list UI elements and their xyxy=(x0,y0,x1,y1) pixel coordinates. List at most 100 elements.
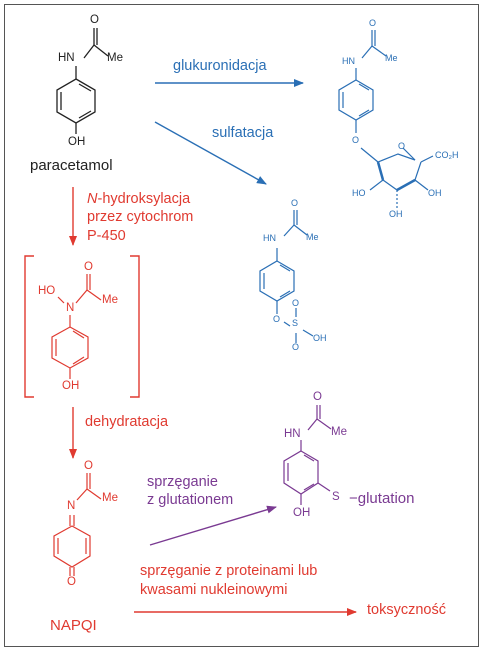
toxicity-label: toksyczność xyxy=(367,602,446,618)
n-hydroxy-double-bond xyxy=(72,330,85,339)
glutathione-name: −glutation xyxy=(349,490,415,507)
glutathione-c-me-bond xyxy=(316,418,332,430)
paracetamol-n-c-bond xyxy=(83,44,95,59)
glucuronide-o-label: O xyxy=(369,18,377,28)
glucuronide-ring-o-bond xyxy=(402,147,416,161)
glutathione-o-label: O xyxy=(313,391,322,403)
glutathione-n-c-bond xyxy=(307,418,318,431)
n-hydroxy-oh-label: OH xyxy=(62,380,80,392)
sulfate-s-oh-bond xyxy=(302,329,314,337)
napqi-c-me-bond xyxy=(86,488,102,500)
n-hydroxylation-label-line3: P-450 xyxy=(87,228,126,244)
glutathione-conjugation-arrow xyxy=(149,505,277,546)
glucuronide-wedge-bond xyxy=(376,161,385,181)
sulfate-ring xyxy=(259,260,295,302)
paracetamol-double-bond xyxy=(78,110,92,119)
glucuronide-structure xyxy=(338,30,434,208)
n-hydroxylation-rest: -hydroksylacja xyxy=(97,191,191,207)
sulfate-o-bottom-label: O xyxy=(292,342,300,352)
glucuronide-oh-right-label: OH xyxy=(428,188,442,198)
right-bracket xyxy=(130,255,140,398)
dehydration-label: dehydratacja xyxy=(85,414,169,430)
glutathione-ring-s-bond xyxy=(317,482,331,492)
glucuronide-ho-label: HO xyxy=(352,188,366,198)
glucuronide-sugar-ring xyxy=(377,161,422,191)
glutathione-conjugate-structure xyxy=(283,405,332,505)
sulfation-label: sulfatacja xyxy=(212,125,274,141)
napqi-structure xyxy=(53,473,102,576)
n-hydroxy-structure xyxy=(51,274,102,379)
glutathione-ring xyxy=(283,450,319,495)
n-hydroxy-n-c-bond xyxy=(75,289,88,304)
n-hydroxy-ring xyxy=(51,326,89,369)
paracetamol-double-bond xyxy=(78,83,92,92)
glucuronide-double-bond xyxy=(358,83,370,91)
n-hydroxylation-italic-n: N xyxy=(87,191,98,207)
protein-conjugation-label-line2: kwasami nukleinowymi xyxy=(140,582,288,598)
glutathione-nh-label: HN xyxy=(284,428,301,440)
sulfate-nh-label: HN xyxy=(263,233,276,243)
diagram-frame xyxy=(4,4,479,647)
glutathione-label-line2: z glutationem xyxy=(147,492,234,508)
left-bracket xyxy=(24,255,34,398)
glucuronide-o-ring-label: O xyxy=(398,141,406,151)
sulfate-o-label: O xyxy=(291,198,299,208)
glucuronide-wedge-bond xyxy=(396,178,416,192)
sulfate-double-bond xyxy=(279,264,291,272)
paracetamol-nh-label: HN xyxy=(58,52,75,64)
napqi-me-label: Me xyxy=(102,492,118,504)
glucuronide-n-c-bond xyxy=(361,45,373,59)
sulfate-double-bond xyxy=(279,290,291,298)
n-hydroxy-o-label: O xyxy=(84,261,93,273)
protein-conjugation-label-line1: sprzęganie z proteinami lub xyxy=(140,563,318,579)
n-hydroxy-n-o-bond xyxy=(57,296,65,304)
sulfate-o-top-label: O xyxy=(292,298,300,308)
glucuronide-co2h-label: CO₂H xyxy=(435,150,459,160)
sulfate-c-me-bond xyxy=(293,224,308,236)
glutathione-double-bond xyxy=(303,483,315,491)
glucuronide-oh-bottom-label: OH xyxy=(389,209,403,219)
napqi-ring xyxy=(53,525,91,568)
paracetamol-c-me-bond xyxy=(93,44,109,57)
n-hydroxy-double-bond xyxy=(72,356,85,365)
paracetamol-name: paracetamol xyxy=(30,157,113,174)
n-hydroxy-ho-label: HO xyxy=(38,285,56,297)
glucuronide-oh-left-bond xyxy=(369,179,384,191)
sulfate-o-s-bond xyxy=(283,321,291,327)
glucuronide-oh-right-bond xyxy=(414,179,429,191)
napqi-n-c-bond xyxy=(76,488,88,501)
sulfate-me-label: Me xyxy=(306,232,319,242)
glucuronide-double-bond xyxy=(358,109,370,117)
n-hydroxylation-label-line1: N-hydroksylacja xyxy=(87,191,190,208)
glutathione-s-label: S xyxy=(332,491,340,503)
intermediate-brackets xyxy=(24,255,140,398)
napqi-o-bottom-label: O xyxy=(67,576,76,588)
sulfation-arrow xyxy=(154,121,267,185)
napqi-name: NAPQI xyxy=(50,617,97,634)
glucuronidation-label: glukuronidacja xyxy=(173,58,267,74)
n-hydroxy-n-label: N xyxy=(66,302,75,314)
napqi-o-label: O xyxy=(84,460,93,472)
n-hydroxy-c-me-bond xyxy=(86,289,102,301)
glucuronide-sugar-top xyxy=(360,147,416,163)
glutathione-label-line1: sprzęganie xyxy=(147,474,218,490)
glucuronide-o-link-label: O xyxy=(352,135,360,145)
paracetamol-ring xyxy=(56,78,96,124)
glutathione-me-label: Me xyxy=(331,426,347,438)
glucuronide-c-me-bond xyxy=(371,45,387,57)
glutathione-oh-label: OH xyxy=(293,507,311,519)
n-hydroxylation-label-line2: przez cytochrom xyxy=(87,209,194,225)
n-hydroxy-me-label: Me xyxy=(102,294,118,306)
glucuronide-ring xyxy=(338,79,374,121)
sulfate-structure xyxy=(259,210,314,343)
napqi-n-label: N xyxy=(67,500,76,512)
glutathione-double-bond xyxy=(303,454,315,462)
paracetamol-structure xyxy=(56,28,109,134)
paracetamol-me-label: Me xyxy=(107,52,123,64)
glucuronide-c-cooh-bond xyxy=(420,155,434,163)
paracetamol-oh-label: OH xyxy=(68,136,86,148)
sulfate-o-link-label: O xyxy=(273,314,281,324)
sulfate-n-c-bond xyxy=(283,224,295,237)
